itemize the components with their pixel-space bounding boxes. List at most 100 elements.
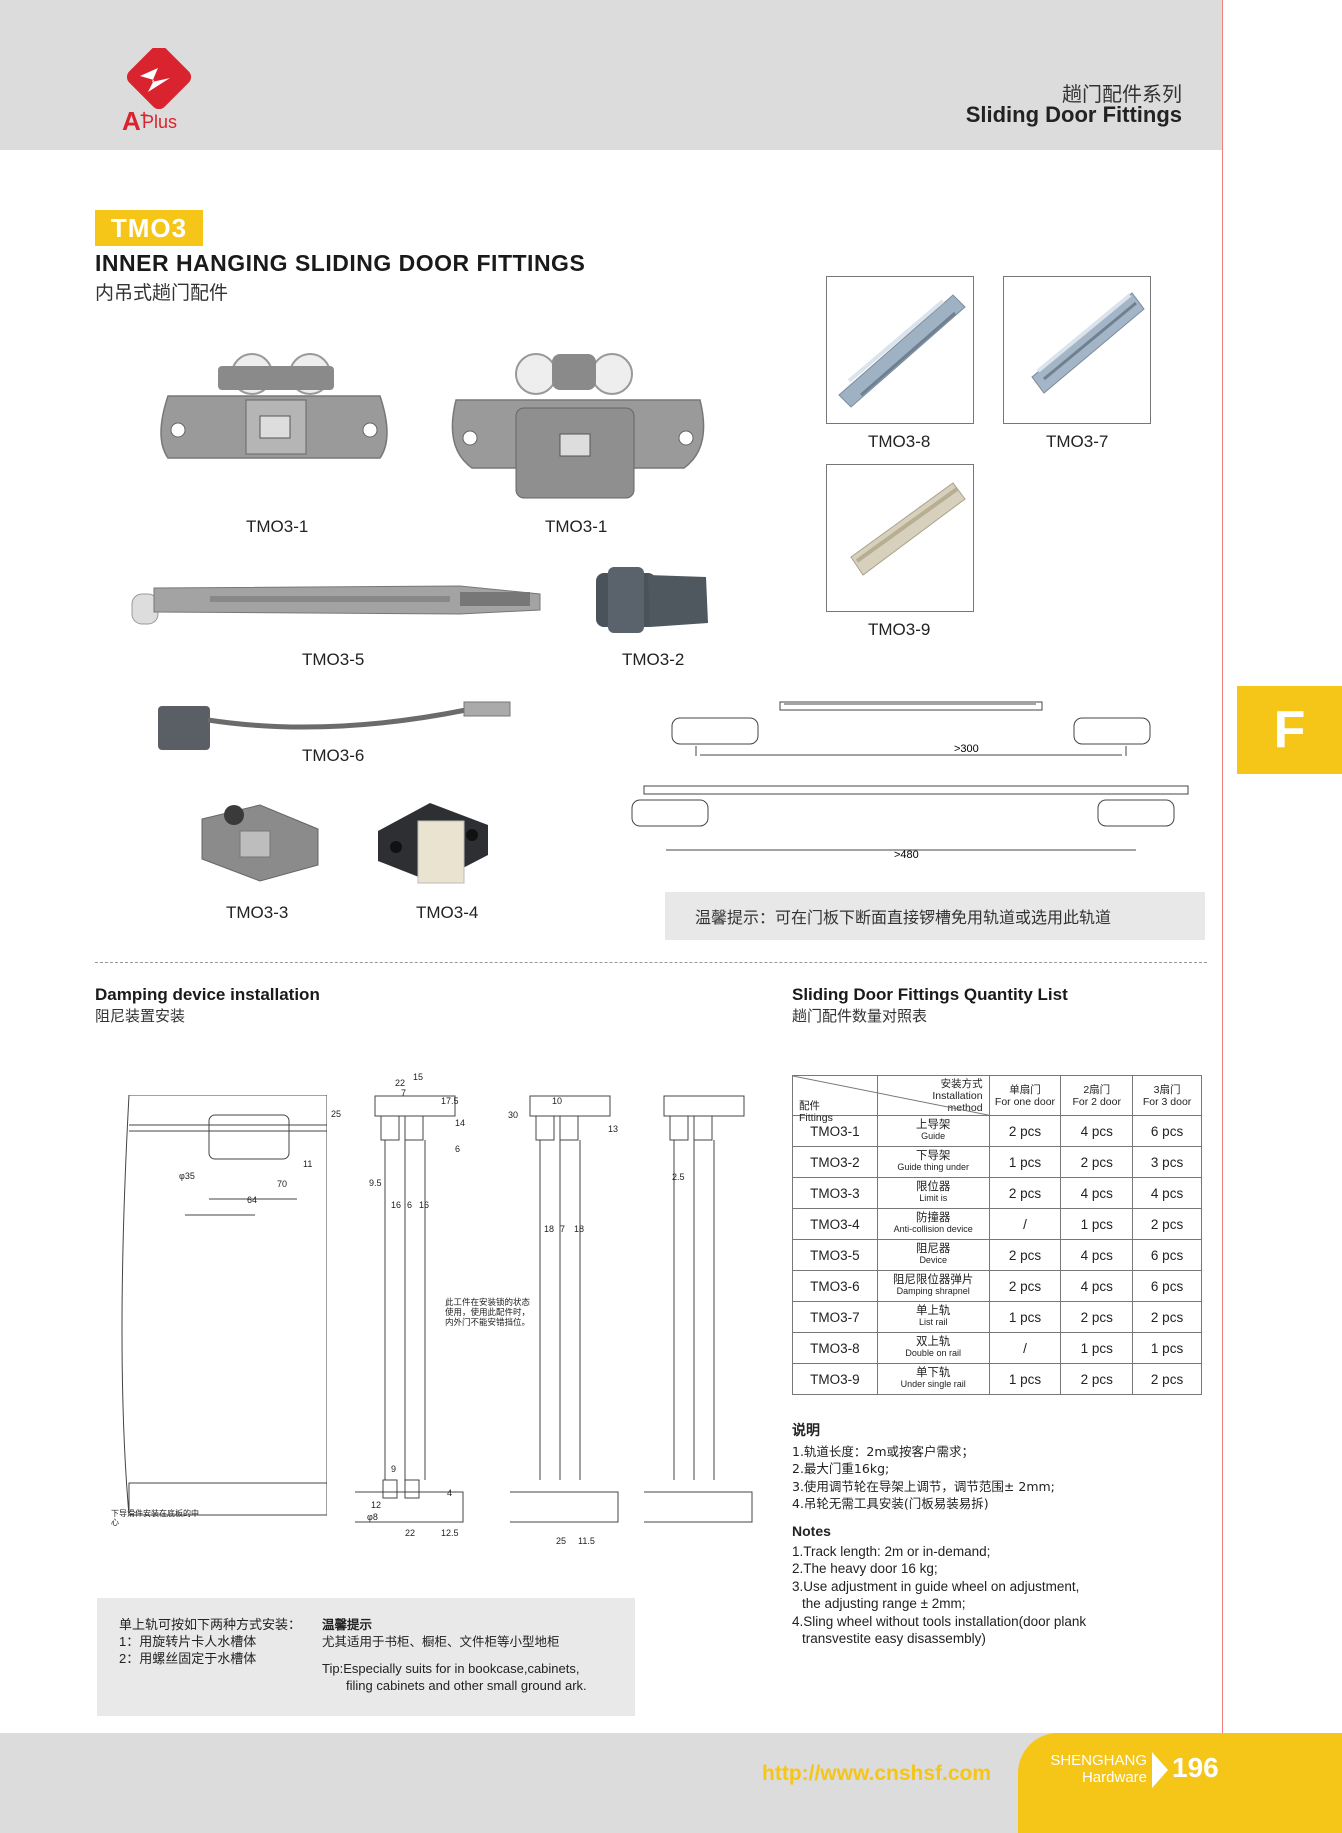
- series-title-cn: 趟门配件系列: [1062, 82, 1182, 106]
- cell-one-door: 1 pcs: [988, 1301, 1062, 1333]
- dim-17-5: 17.5: [441, 1096, 459, 1106]
- section-tab: F: [1237, 686, 1342, 774]
- dim-300: >300: [954, 743, 979, 755]
- dim-22: 22: [395, 1078, 406, 1088]
- part-label: TMO3-3: [226, 903, 289, 922]
- notes-en-item: the adjusting range ± 2mm;: [802, 1596, 966, 1611]
- notes-cn-title: 说明: [792, 1423, 820, 1439]
- dim-12-5: 12.5: [441, 1528, 459, 1538]
- cell-two-door: 4 pcs: [1060, 1239, 1134, 1271]
- damping-drawing-section-1: 22 15 7 17.5 14 6 9.5 16 6 16 9 12 φ8 4 …: [352, 1072, 475, 1555]
- method-en: Device: [919, 1255, 947, 1265]
- header-band: [0, 0, 1222, 150]
- cell-three-door: 2 pcs: [1132, 1301, 1202, 1333]
- dim-25b: 25: [556, 1536, 567, 1546]
- part-image-tmo3-1-back: [444, 348, 712, 513]
- header-c3-en: For 3 door: [1142, 1095, 1192, 1108]
- part-image-tmo3-4: [376, 795, 492, 892]
- part-image-tmo3-3: [200, 795, 322, 890]
- dim-18a: 18: [544, 1224, 555, 1234]
- notes-en-item: transvestite easy disassembly): [802, 1631, 986, 1646]
- cell-one-door: 2 pcs: [988, 1239, 1062, 1271]
- method-cn: 防撞器: [915, 1212, 951, 1224]
- method-en: Under single rail: [900, 1379, 966, 1389]
- part-image-tmo3-9: [826, 464, 974, 612]
- svg-text:+: +: [140, 107, 148, 123]
- table-header-row: 配件 Fittings 安装方式 Installation method 单扇门…: [792, 1075, 1202, 1124]
- install-line: 2：用螺丝固定于水槽体: [119, 1651, 257, 1666]
- series-title-en: Sliding Door Fittings: [965, 102, 1182, 127]
- method-en: Guide: [921, 1131, 946, 1141]
- part-label: TMO3-2: [622, 650, 685, 669]
- notes-en-title: Notes: [792, 1523, 831, 1539]
- install-tip-title: 温馨提示: [322, 1617, 373, 1632]
- method-en: Double on rail: [905, 1348, 961, 1358]
- cell-three-door: 6 pcs: [1132, 1270, 1202, 1302]
- method-en: Anti-collision device: [893, 1224, 973, 1234]
- quantity-table: 配件 Fittings 安装方式 Installation method 单扇门…: [792, 1075, 1202, 1395]
- part-label: TMO3-4: [416, 903, 479, 922]
- cell-three-door: 6 pcs: [1132, 1115, 1202, 1147]
- cell-three-door: 6 pcs: [1132, 1239, 1202, 1271]
- method-en: List rail: [918, 1317, 948, 1327]
- cell-fitting: TMO3-7: [792, 1301, 878, 1333]
- part-image-tmo3-8: [826, 276, 974, 424]
- damping-drawing-left: 25 φ35 11 70 64 下导滑件安装在底板的中心: [97, 1094, 341, 1540]
- damping-drawing-section-2: 30 10 13 18 7 18 25 11.5: [507, 1076, 630, 1555]
- dim-11: 11: [303, 1159, 313, 1169]
- cell-fitting: TMO3-4: [792, 1208, 878, 1240]
- part-label: TMO3-1: [545, 517, 608, 536]
- install-tip-box: 单上轨可按如下两种方式安装： 1：用旋转片卡人水槽体 2：用螺丝固定于水槽体 温…: [97, 1598, 635, 1716]
- notes-en-item: 1.Track length: 2m or in-demand;: [792, 1543, 991, 1559]
- method-cn: 下导架: [915, 1150, 951, 1162]
- notes-en-item: 4.Sling wheel without tools installation…: [792, 1613, 1087, 1629]
- dim-25: 25: [331, 1109, 342, 1119]
- install-tip-en2: filing cabinets and other small ground a…: [346, 1678, 587, 1693]
- cell-one-door: /: [988, 1208, 1062, 1240]
- footer-brand: SHENGHANG Hardware: [1032, 1752, 1147, 1786]
- cell-three-door: 4 pcs: [1132, 1177, 1202, 1209]
- dim-480: >480: [894, 849, 919, 861]
- header-c2-cn: 2扇门: [1083, 1083, 1111, 1096]
- cell-two-door: 2 pcs: [1060, 1363, 1134, 1395]
- door-layout-diagram: >300 >480: [596, 696, 1208, 869]
- cell-one-door: 1 pcs: [988, 1363, 1062, 1395]
- cell-three-door: 3 pcs: [1132, 1146, 1202, 1178]
- table-header-two-door: 2扇门 For 2 door: [1060, 1075, 1134, 1116]
- part-label: TMO3-9: [868, 620, 931, 639]
- part-label: TMO3-7: [1046, 432, 1109, 451]
- method-cn: 阻尼限位器弹片: [892, 1274, 974, 1286]
- part-image-tmo3-1-front: [148, 348, 400, 483]
- dim-4: 4: [447, 1488, 453, 1498]
- svg-text:A: A: [122, 106, 141, 136]
- footer-url-link[interactable]: http://www.cnshsf.com: [762, 1762, 992, 1785]
- part-image-tmo3-5: [130, 580, 546, 635]
- cell-two-door: 2 pcs: [1060, 1146, 1134, 1178]
- part-label: TMO3-6: [302, 746, 365, 765]
- product-title: INNER HANGING SLIDING DOOR FITTINGS: [95, 250, 586, 276]
- part-label: TMO3-5: [302, 650, 365, 669]
- cell-fitting: TMO3-1: [792, 1115, 878, 1147]
- cell-two-door: 4 pcs: [1060, 1115, 1134, 1147]
- install-tip: 温馨提示 尤其适用于书柜、橱柜、文件柜等小型地柜 Tip:Especially …: [322, 1616, 587, 1694]
- footer-brand-line2: Hardware: [1081, 1769, 1147, 1786]
- dim-15: 15: [413, 1072, 424, 1082]
- header-c1-en: For one door: [994, 1095, 1056, 1108]
- notes-cn-item: 3.使用调节轮在导架上调节，调节范围± 2mm;: [792, 1478, 1055, 1494]
- dim-phi35: φ35: [179, 1171, 195, 1181]
- dim-2-5: 2.5: [672, 1172, 685, 1182]
- dim-64: 64: [247, 1195, 258, 1205]
- footer-accent: [1018, 1733, 1342, 1833]
- method-en: Guide thing under: [897, 1162, 969, 1172]
- table-header-corner: 配件 Fittings: [792, 1075, 993, 1124]
